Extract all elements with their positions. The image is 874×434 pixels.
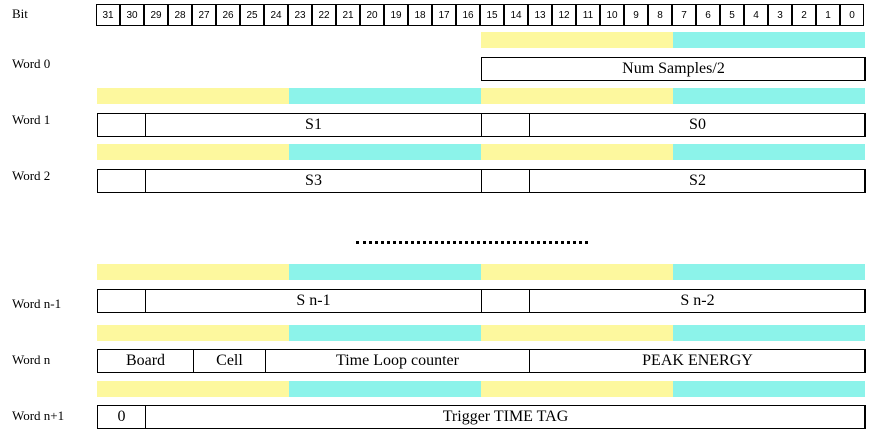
byte-stripe-yellow — [97, 325, 289, 341]
reserved-field — [481, 169, 530, 193]
bit-11-cell: 11 — [576, 4, 600, 26]
bit-14-cell: 14 — [504, 4, 528, 26]
bit-27-cell: 27 — [192, 4, 216, 26]
bit-2-cell: 2 — [792, 4, 816, 26]
bit-29-cell: 29 — [144, 4, 168, 26]
word-box: Num Samples/2 — [481, 57, 866, 81]
byte-stripe-cyan — [289, 325, 481, 341]
field-s-n-2: S n-2 — [529, 289, 866, 313]
word-box: S1 S0 — [97, 113, 866, 137]
byte-stripe-yellow — [481, 264, 673, 280]
continuation-ellipsis — [356, 232, 588, 244]
bit-17-cell: 17 — [432, 4, 456, 26]
byte-stripe-cyan — [673, 381, 865, 397]
byte-stripe-cyan — [673, 325, 865, 341]
bit-4-cell: 4 — [744, 4, 768, 26]
bit-7-cell: 7 — [672, 4, 696, 26]
bit-0-cell: 0 — [840, 4, 864, 26]
byte-stripe-yellow — [97, 264, 289, 280]
reserved-field — [97, 289, 146, 313]
bit-1-cell: 1 — [816, 4, 840, 26]
word-label: Word 1 — [12, 112, 51, 127]
bit-16-cell: 16 — [456, 4, 480, 26]
byte-stripe-cyan — [673, 264, 865, 280]
bit-28-cell: 28 — [168, 4, 192, 26]
byte-stripe-cyan — [673, 88, 865, 104]
bit-3-cell: 3 — [768, 4, 792, 26]
word-label: Word 2 — [12, 168, 51, 183]
word-box: S3 S2 — [97, 169, 866, 193]
reserved-field — [97, 169, 146, 193]
reserved-field — [481, 113, 530, 137]
field-time-loop-counter: Time Loop counter — [265, 349, 530, 373]
field-s2: S2 — [529, 169, 866, 193]
byte-stripe-cyan — [673, 144, 865, 160]
word-label: Word n+1 — [12, 408, 65, 423]
byte-stripe-cyan — [289, 381, 481, 397]
byte-stripe-yellow — [481, 144, 673, 160]
bit-18-cell: 18 — [408, 4, 432, 26]
bit-19-cell: 19 — [384, 4, 408, 26]
byte-stripe-yellow — [97, 88, 289, 104]
field-s1: S1 — [145, 113, 482, 137]
bit-31-cell: 31 — [96, 4, 120, 26]
bit-12-cell: 12 — [552, 4, 576, 26]
byte-stripe-yellow — [97, 381, 289, 397]
field-s-n-1: S n-1 — [145, 289, 482, 313]
reserved-field — [97, 113, 146, 137]
field-s0: S0 — [529, 113, 866, 137]
byte-stripe-yellow — [481, 381, 673, 397]
byte-stripe-yellow — [481, 88, 673, 104]
bit-15-cell: 15 — [480, 4, 504, 26]
byte-stripe-cyan — [673, 32, 865, 48]
field-cell: Cell — [193, 349, 266, 373]
word-label: Word 0 — [12, 56, 51, 71]
field-s3: S3 — [145, 169, 482, 193]
byte-stripe-yellow — [97, 144, 289, 160]
byte-stripe-cyan — [289, 88, 481, 104]
word-box: S n-1 S n-2 — [97, 289, 866, 313]
reserved-field — [481, 289, 530, 313]
field-peak-energy: PEAK ENERGY — [529, 349, 866, 373]
word-label: Word n — [12, 352, 51, 367]
bit-30-cell: 30 — [120, 4, 144, 26]
field-trigger-time-tag: Trigger TIME TAG — [145, 405, 866, 429]
bit-22-cell: 22 — [312, 4, 336, 26]
field-board: Board — [97, 349, 194, 373]
field-num-samples-2: Num Samples/2 — [481, 57, 866, 81]
field-0: 0 — [97, 405, 146, 429]
byte-stripe-yellow — [481, 32, 673, 48]
byte-stripe-cyan — [289, 144, 481, 160]
bit-9-cell: 9 — [624, 4, 648, 26]
bit-label: Bit — [12, 6, 28, 21]
byte-stripe-cyan — [289, 264, 481, 280]
byte-stripe-yellow — [481, 325, 673, 341]
bit-26-cell: 26 — [216, 4, 240, 26]
bit-24-cell: 24 — [264, 4, 288, 26]
word-label: Word n-1 — [12, 296, 62, 311]
bit-21-cell: 21 — [336, 4, 360, 26]
bit-6-cell: 6 — [696, 4, 720, 26]
bit-13-cell: 13 — [528, 4, 552, 26]
bit-10-cell: 10 — [600, 4, 624, 26]
bit-8-cell: 8 — [648, 4, 672, 26]
bit-25-cell: 25 — [240, 4, 264, 26]
bit-5-cell: 5 — [720, 4, 744, 26]
bit-23-cell: 23 — [288, 4, 312, 26]
bit-20-cell: 20 — [360, 4, 384, 26]
